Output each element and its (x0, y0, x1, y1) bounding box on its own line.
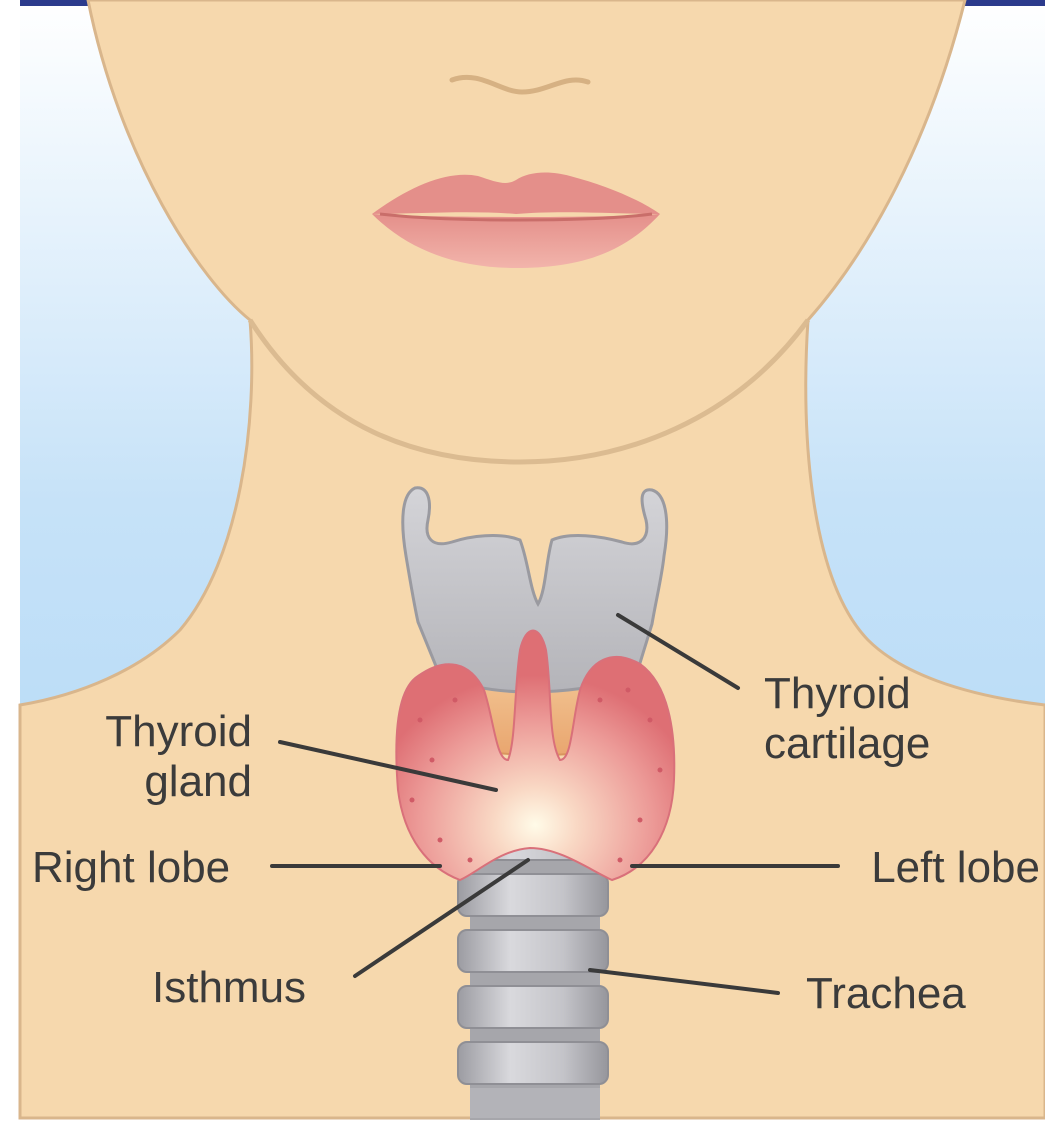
label-thyroid-cartilage-line1: Thyroid (764, 669, 911, 718)
label-isthmus: Isthmus (152, 963, 306, 1012)
label-left-lobe: Left lobe (871, 843, 1040, 892)
label-trachea: Trachea (806, 969, 966, 1018)
label-thyroid-gland-line1: Thyroid (105, 707, 252, 756)
label-thyroid-cartilage-line2: cartilage (764, 719, 930, 768)
label-thyroid-gland-line2: gland (144, 757, 252, 806)
label-right-lobe: Right lobe (32, 843, 230, 892)
thyroid-gland-shape (396, 631, 674, 881)
